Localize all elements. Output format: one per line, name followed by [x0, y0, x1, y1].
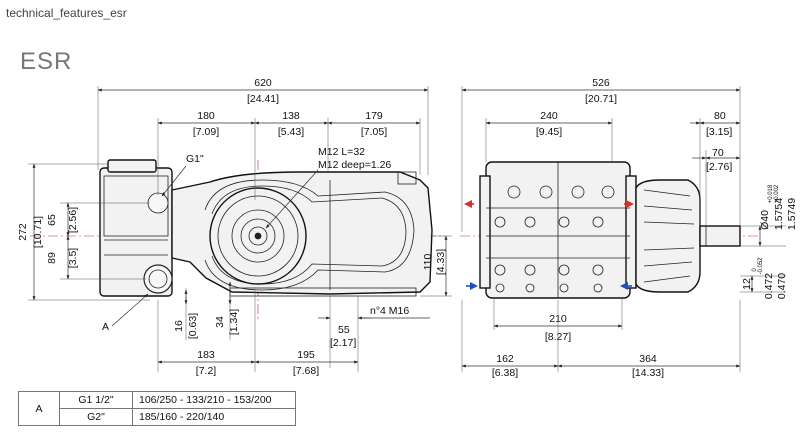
flow-arrows	[464, 200, 634, 290]
side-bolt-dimensions: n°4 M16 55 [2.17]	[318, 296, 430, 368]
page-title: technical_features_esr	[6, 6, 127, 20]
dim-138-inch: [5.43]	[278, 126, 304, 138]
dim-364: 364	[639, 353, 657, 365]
dim-80-inch: [3.15]	[706, 126, 732, 138]
dim-272: 272	[17, 223, 29, 241]
dim-180-inch: [7.09]	[193, 126, 219, 138]
side-bottom-dimensions: 183 [7.2] 195 [7.68]	[157, 290, 359, 377]
dim-195: 195	[297, 349, 315, 361]
inlet-arrow-right	[620, 282, 628, 290]
port-legend-table: A G1 1/2" 106/250 - 133/210 - 153/200 G2…	[18, 391, 296, 426]
dim-110: 110	[422, 253, 434, 270]
port-label: G1"	[186, 153, 204, 165]
dim-34-inch: [1.34]	[228, 309, 240, 335]
dim-272-inch: [10.71]	[32, 216, 44, 248]
dim-183: 183	[197, 349, 215, 361]
key-inch-2: 0.470	[776, 273, 788, 299]
dim-110-inch: [4.33]	[435, 249, 447, 275]
outlet-arrow-right	[626, 200, 634, 208]
front-view: 526 [20.71] 240 [9.45] 80 [3.15] 70 [2.7…	[460, 77, 798, 379]
dim-240: 240	[540, 110, 558, 122]
front-top-dimensions: 526 [20.71] 240 [9.45] 80 [3.15] 70 [2.7…	[461, 77, 741, 232]
gear-housing	[635, 179, 741, 293]
dim-162: 162	[496, 353, 514, 365]
dim-65-inch: [2.56]	[67, 207, 79, 233]
front-right-dimensions: Ø40 +0.018 +0.002 1.5754 1.5749 12 0 -0.…	[740, 184, 798, 299]
dim-89: 89	[46, 252, 58, 264]
bolt-note: n°4 M16	[370, 305, 409, 317]
dim-89-inch: [3.5]	[67, 248, 79, 269]
inlet-arrow-left	[470, 282, 478, 290]
key-tol-bot: -0.052	[758, 257, 764, 275]
side-foot-dimensions: 16 [0.63] 34 [1.34]	[173, 281, 240, 340]
dia-tol-top: +0.018	[768, 184, 774, 203]
dim-34: 34	[214, 316, 226, 328]
thread-note-1: M12 L=32	[318, 146, 365, 158]
label-a: A	[102, 321, 109, 333]
dim-16-inch: [0.63]	[187, 313, 199, 339]
legend-key: A	[18, 391, 60, 426]
dim-526-inch: [20.71]	[585, 93, 617, 105]
dia-inch-1: 1.5754	[773, 198, 785, 230]
dim-183-inch: [7.2]	[196, 365, 217, 377]
dim-55: 55	[338, 324, 350, 336]
dim-620: 620	[254, 77, 272, 89]
dim-364-inch: [14.33]	[632, 367, 664, 379]
legend-row: A G1 1/2" 106/250 - 133/210 - 153/200	[18, 391, 296, 426]
key-tol-top: 0	[752, 268, 758, 272]
dim-179-inch: [7.05]	[361, 126, 387, 138]
side-left-dimensions: 272 [10.71] 65 [2.56] 89 [3.5]	[17, 163, 150, 301]
side-view: 620 [24.41] 180 [7.09] 138 [5.43] 179 [7…	[17, 77, 452, 377]
pulley	[209, 187, 307, 285]
dia-inch-2: 1.5749	[786, 198, 798, 230]
dim-620-inch: [24.41]	[247, 93, 279, 105]
legend-port: G2"	[59, 408, 133, 426]
legend-row: G2" 185/160 - 220/140	[19, 408, 296, 426]
side-top-dimensions: 620 [24.41] 180 [7.09] 138 [5.43] 179 [7…	[97, 77, 429, 200]
dim-55-inch: [2.17]	[330, 337, 356, 349]
dim-16: 16	[173, 320, 185, 332]
dim-162-inch: [6.38]	[492, 367, 518, 379]
dim-65: 65	[46, 214, 58, 226]
dim-180: 180	[197, 110, 215, 122]
key-inch-1: 0.472	[763, 273, 775, 299]
dim-240-inch: [9.45]	[536, 126, 562, 138]
side-right-dimensions: 110 [4.33]	[420, 235, 452, 297]
dim-195-inch: [7.68]	[293, 365, 319, 377]
pump-head	[479, 161, 637, 299]
front-bottom-dimensions: 162 [6.38] 364 [14.33]	[461, 300, 741, 379]
legend-values: 106/250 - 133/210 - 153/200	[132, 391, 296, 409]
dim-70: 70	[712, 147, 724, 159]
dim-179: 179	[365, 110, 383, 122]
legend-port: G1 1/2"	[59, 391, 133, 409]
outlet-arrow-left	[464, 200, 472, 208]
legend-values: 185/160 - 220/140	[132, 408, 296, 426]
dim-138: 138	[282, 110, 300, 122]
dim-526: 526	[592, 77, 610, 89]
model-label: ESR	[20, 48, 73, 75]
manifold-block	[99, 159, 173, 297]
dim-70-inch: [2.76]	[706, 161, 732, 173]
thread-note-2: M12 deep=1.26	[318, 159, 391, 171]
dim-80: 80	[714, 110, 726, 122]
dim-key-12: 12	[741, 278, 753, 290]
dia-tol-bot: +0.002	[774, 184, 780, 203]
dim-dia-40: Ø40	[759, 210, 771, 230]
